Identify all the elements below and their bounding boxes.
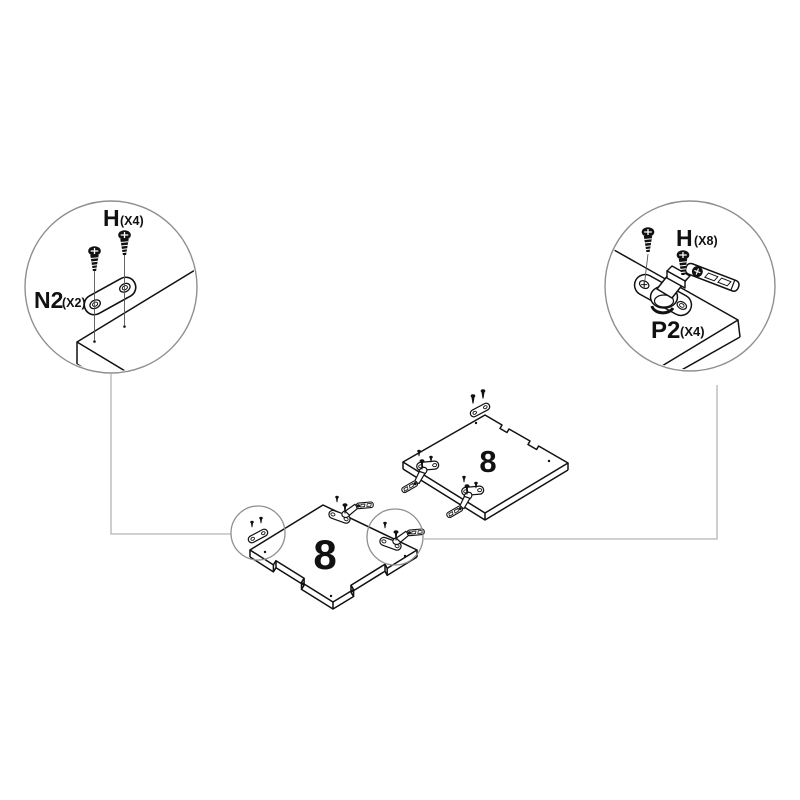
connector-line-left: [110, 374, 231, 535]
p2-hinge-enlarged: [633, 262, 740, 317]
drill-dot: [123, 325, 126, 328]
label-p2-qty: (X4): [680, 324, 705, 339]
callout-circle-left: [24, 200, 198, 374]
label-h-right: H: [676, 225, 693, 251]
label-n2: N2: [34, 287, 63, 313]
drill-dot: [263, 550, 267, 554]
panel-number-back: 8: [479, 444, 496, 479]
drill-cross: [641, 281, 648, 288]
label-p2: P2: [651, 317, 680, 344]
screw-guide-lines-left: [94, 254, 125, 340]
front-panel: 8: [246, 495, 429, 610]
drill-dot: [474, 421, 478, 425]
drill-dot: [403, 554, 407, 558]
back-panel: 8: [393, 389, 569, 522]
callout-circle-right: [604, 200, 776, 372]
callout-left: H (X4) N2 (X2): [24, 200, 198, 374]
board-corner-right: [606, 245, 741, 370]
connector-line-right: [424, 385, 718, 540]
label-n2-qty: (X2): [62, 296, 86, 310]
detail-circle-right: [366, 508, 424, 566]
label-h-qty-left: (X4): [120, 214, 144, 228]
panel-number-front: 8: [313, 531, 336, 578]
detail-circle-left: [230, 505, 286, 561]
label-h-left: H: [103, 205, 120, 231]
label-h-qty-right: (X8): [694, 234, 718, 248]
callout-right: H (X8) P2 (X4): [604, 200, 776, 372]
drill-dot: [93, 340, 96, 343]
screw-guide-line-right: [644, 253, 649, 282]
drill-dot: [547, 459, 551, 463]
drill-dot: [329, 594, 333, 598]
back-panel-thickness: [402, 462, 569, 521]
